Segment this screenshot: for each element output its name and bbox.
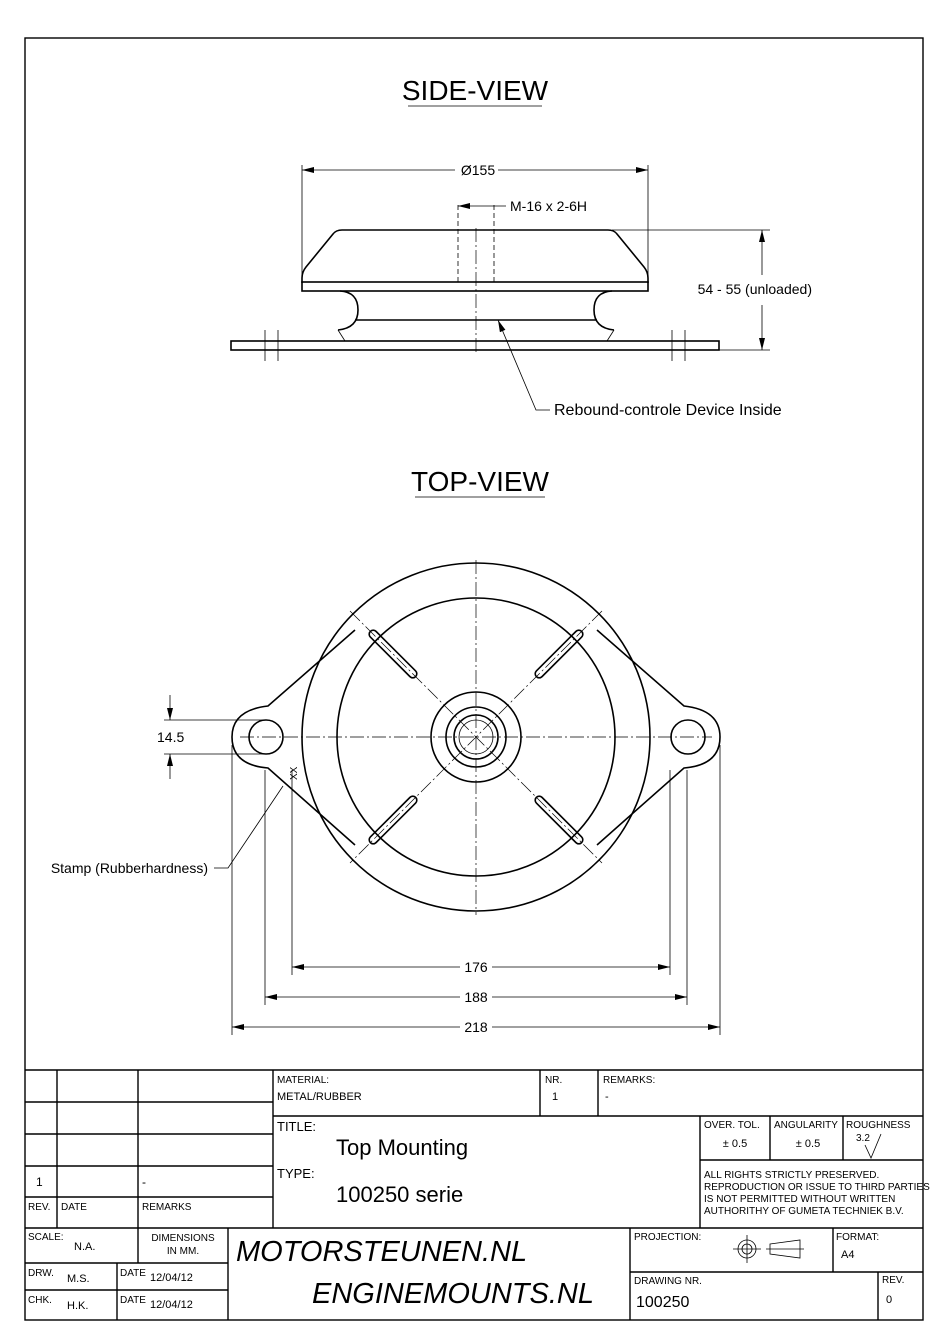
type-label: TYPE: xyxy=(277,1166,315,1181)
stamp-mark: XX xyxy=(289,766,300,780)
material-value: METAL/RUBBER xyxy=(277,1091,362,1103)
rights-line: IS NOT PERMITTED WITHOUT WRITTEN xyxy=(704,1194,895,1205)
drawing-number-label: DRAWING NR. xyxy=(634,1276,702,1287)
scale-value: N.A. xyxy=(74,1241,95,1253)
height-dimension: 54 - 55 (unloaded) xyxy=(698,281,812,297)
thread-dimension: M-16 x 2-6H xyxy=(510,198,587,214)
stamp-note: Stamp (Rubberhardness) xyxy=(51,860,208,876)
dimension-176: 176 xyxy=(464,959,488,975)
checked-date-label: DATE xyxy=(120,1295,146,1306)
angularity-value: ± 0.5 xyxy=(796,1138,820,1150)
projection-label: PROJECTION: xyxy=(634,1232,701,1243)
rev-row-remarks: - xyxy=(142,1175,146,1189)
top-cone xyxy=(301,229,649,283)
drawn-by: M.S. xyxy=(67,1273,90,1285)
diameter-dimension: Ø155 xyxy=(461,162,495,178)
nr-value: 1 xyxy=(552,1091,558,1103)
drawn-date-label: DATE xyxy=(120,1268,146,1279)
drawing-border xyxy=(24,37,924,1321)
top-view: TOP-VIEW 14.5 XX Stamp (Rubberhardness) xyxy=(51,466,721,1035)
remarks-label: REMARKS xyxy=(142,1202,192,1213)
remarks-value: - xyxy=(605,1091,609,1103)
dimensions-label: DIMENSIONS xyxy=(151,1233,215,1244)
checked-label: CHK. xyxy=(28,1295,52,1306)
checked-by: H.K. xyxy=(67,1300,88,1312)
side-view-title: SIDE-VIEW xyxy=(402,75,549,106)
drawn-label: DRW. xyxy=(28,1268,54,1279)
rights-line: AUTHORITHY OF GUMETA TECHNIEK B.V. xyxy=(704,1206,904,1217)
format-label: FORMAT: xyxy=(836,1232,879,1243)
roughness-value: 3.2 xyxy=(856,1133,870,1144)
date-label: DATE xyxy=(61,1202,87,1213)
revision-value: 0 xyxy=(886,1294,892,1306)
format-value: A4 xyxy=(841,1249,854,1261)
drawing-number: 100250 xyxy=(636,1294,689,1311)
brand-enginemounts: ENGINEMOUNTS.NL xyxy=(312,1278,594,1310)
right-ear xyxy=(596,629,721,846)
drawn-date: 12/04/12 xyxy=(150,1272,193,1284)
slot-width-dimension: 14.5 xyxy=(157,729,184,745)
title-label: TITLE: xyxy=(277,1119,316,1134)
nr-label: NR. xyxy=(545,1075,562,1086)
rev-label: REV. xyxy=(28,1202,50,1213)
dimension-218: 218 xyxy=(464,1019,488,1035)
tolerance-label: OVER. TOL. xyxy=(704,1120,760,1131)
base-plate xyxy=(230,340,720,351)
brand-motorsteunen: MOTORSTEUNEN.NL xyxy=(236,1236,527,1268)
left-ear xyxy=(231,629,356,846)
dimension-188: 188 xyxy=(464,989,488,1005)
side-view: SIDE-VIEW Ø155 M-16 x 2-6H 54 - 55 (unlo… xyxy=(230,75,812,419)
top-plate xyxy=(301,281,649,292)
rights-line: REPRODUCTION OR ISSUE TO THIRD PARTIES xyxy=(704,1182,930,1193)
rev-row-number: 1 xyxy=(36,1175,43,1189)
title-block: 1 - REV. DATE REMARKS MATERIAL: METAL/RU… xyxy=(25,1069,930,1320)
material-label: MATERIAL: xyxy=(277,1075,329,1086)
scale-label: SCALE: xyxy=(28,1232,64,1243)
rights-line: ALL RIGHTS STRICTLY PRESERVED. xyxy=(704,1170,879,1181)
roughness-label: ROUGHNESS xyxy=(846,1120,911,1131)
projection-symbol-icon xyxy=(733,1235,804,1263)
roughness-symbol-icon xyxy=(864,1133,882,1159)
remarks-header: REMARKS: xyxy=(603,1075,655,1086)
angularity-label: ANGULARITY xyxy=(774,1120,838,1131)
tolerance-value: ± 0.5 xyxy=(723,1138,747,1150)
revision-label: REV. xyxy=(882,1275,904,1286)
top-view-title: TOP-VIEW xyxy=(411,466,550,497)
rebound-note: Rebound-controle Device Inside xyxy=(554,402,782,419)
drawing-type: 100250 serie xyxy=(336,1182,463,1207)
checked-date: 12/04/12 xyxy=(150,1299,193,1311)
drawing-title: Top Mounting xyxy=(336,1135,468,1160)
dimensions-label: IN MM. xyxy=(167,1246,199,1257)
